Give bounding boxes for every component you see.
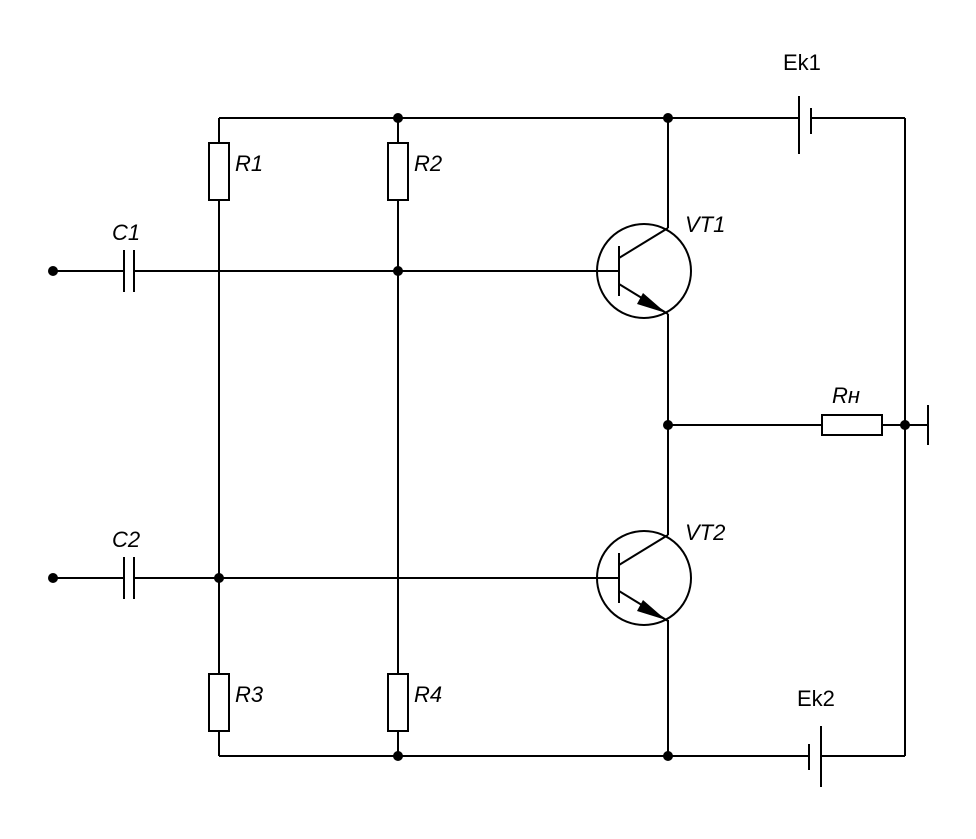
label-c1: C1 (112, 220, 140, 245)
label-r2: R2 (414, 151, 442, 176)
junction-dot (214, 573, 224, 583)
junction-dot (663, 420, 673, 430)
resistor-r1 (208, 142, 230, 201)
transistor-vt2 (596, 530, 692, 626)
label-ek1: Ek1 (783, 50, 821, 75)
label-c2: C2 (112, 527, 140, 552)
junction-dot (393, 113, 403, 123)
resistor-rn (821, 414, 883, 436)
input-terminal-1 (48, 266, 58, 276)
label-vt2: VT2 (685, 520, 725, 545)
battery-ek2 (808, 726, 822, 787)
junction-dots (48, 113, 910, 761)
top-rail (218, 117, 905, 228)
resistor-r3 (208, 673, 230, 732)
resistor-wires (218, 200, 399, 674)
input-terminal-2 (48, 573, 58, 583)
label-r1: R1 (235, 151, 263, 176)
label-r3: R3 (235, 682, 264, 707)
battery-ek1 (798, 96, 812, 154)
junction-dot (663, 113, 673, 123)
label-ek2: Ek2 (797, 686, 835, 711)
resistor-r2 (387, 142, 409, 201)
input-2 (53, 557, 619, 599)
resistor-r4 (387, 673, 409, 732)
label-r4: R4 (414, 682, 442, 707)
label-rn: Rн (832, 383, 860, 408)
junction-dot (663, 751, 673, 761)
label-vt1: VT1 (685, 212, 725, 237)
input-1 (53, 250, 619, 292)
junction-dot (393, 266, 403, 276)
right-rail (904, 118, 929, 756)
transistor-vt1 (596, 223, 692, 319)
bottom-rail (218, 620, 905, 757)
junction-dot (900, 420, 910, 430)
junction-dot (393, 751, 403, 761)
